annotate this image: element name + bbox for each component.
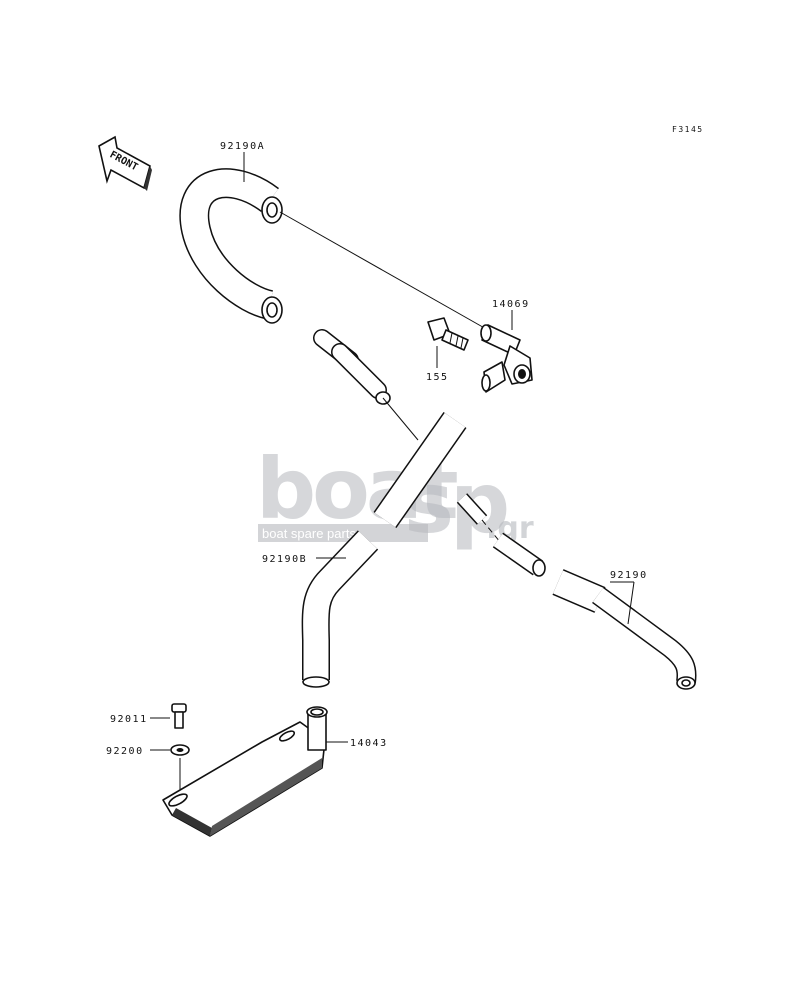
nipple-155 [427, 317, 469, 351]
callout-14069: 14069 [492, 299, 530, 310]
bolt-92011 [171, 703, 187, 729]
hose-92190b [301, 530, 379, 688]
watermark-logo: boat sp .gr boat spare parts [256, 440, 534, 552]
watermark-tagline: boat spare parts [262, 526, 356, 541]
hose-short-upper [313, 329, 391, 405]
callout-14043: 14043 [350, 738, 388, 749]
hose-short-right [456, 493, 546, 577]
hose-92190 [552, 569, 697, 690]
leader-lines [150, 152, 635, 751]
front-arrow-icon: FRONT [98, 135, 152, 191]
hose-92190a [179, 168, 283, 324]
callout-92200: 92200 [106, 746, 144, 757]
callout-92011: 92011 [110, 714, 148, 725]
figure-code: F3145 [672, 125, 704, 134]
callout-92190b: 92190B [262, 554, 307, 565]
callout-92190: 92190 [610, 570, 648, 581]
callout-92190a: 92190A [220, 141, 265, 152]
washer-92200 [170, 744, 190, 756]
plate-14043 [162, 706, 328, 837]
fitting-14069 [480, 324, 533, 393]
callout-155: 155 [426, 372, 449, 383]
hose-long-straight [373, 411, 467, 529]
